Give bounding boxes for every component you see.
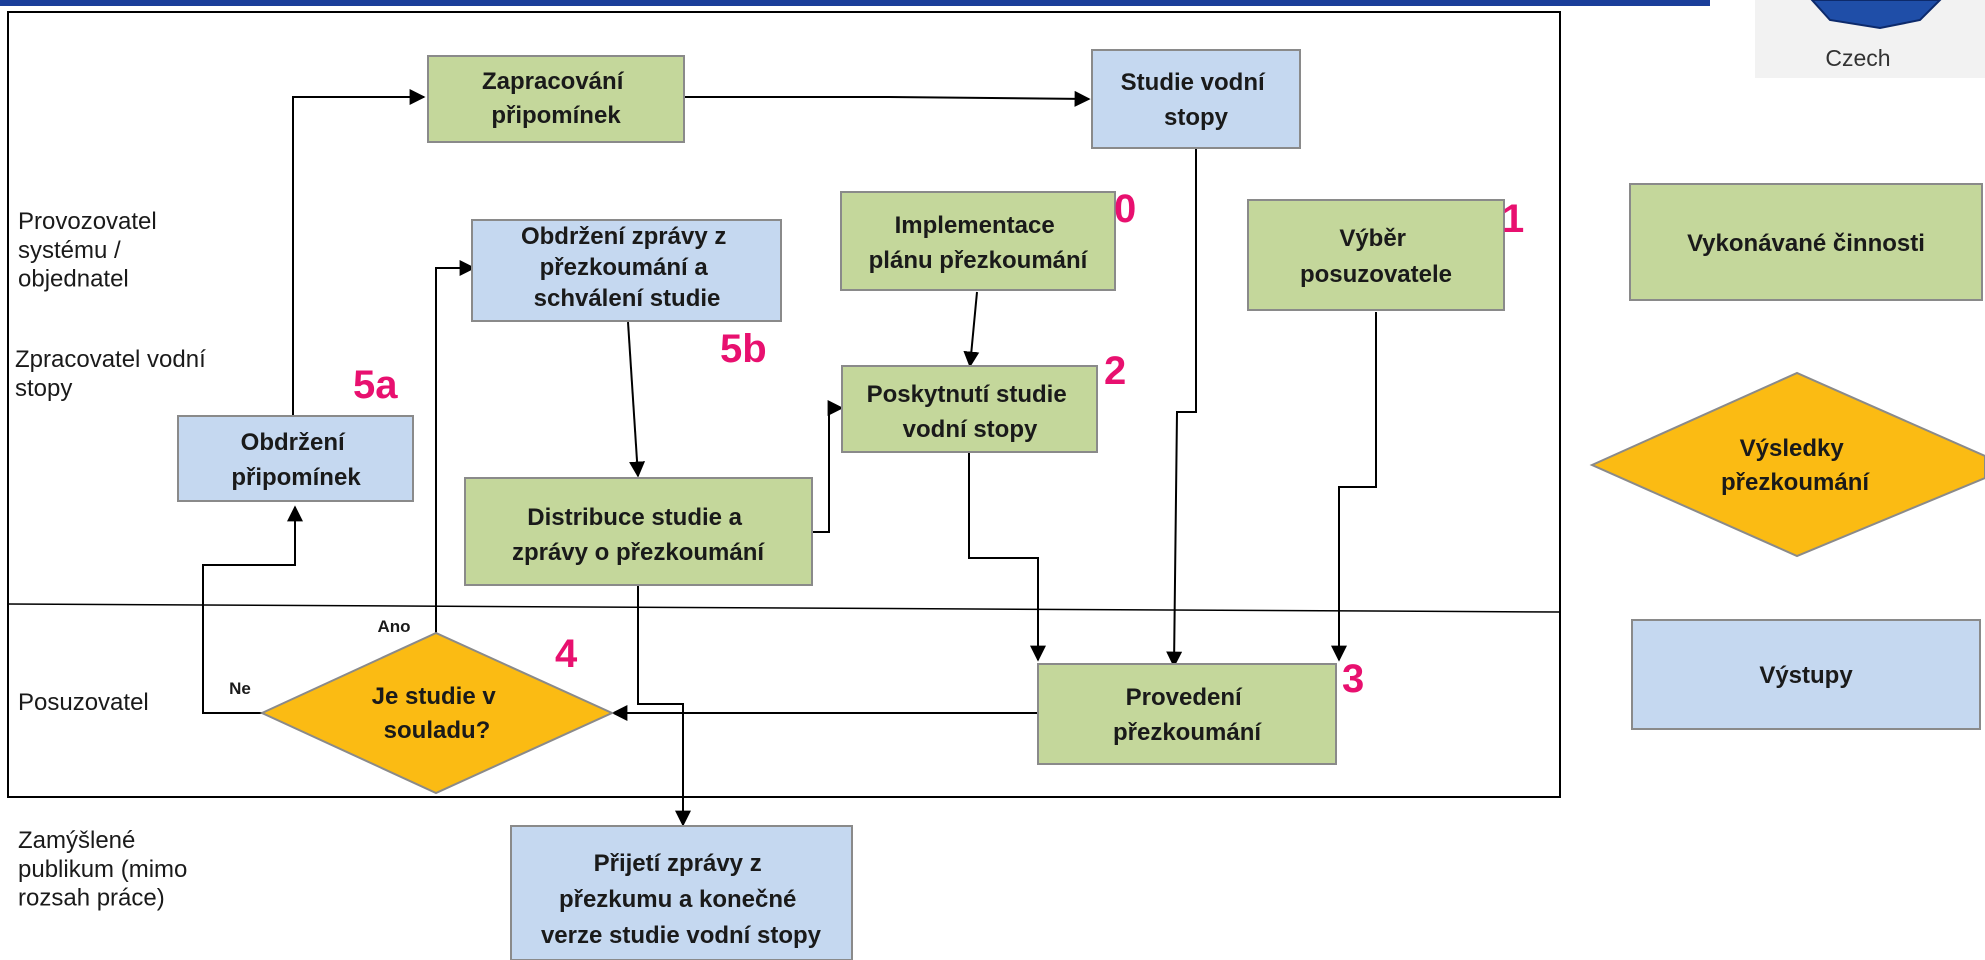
- arrow-obdrzeni-to-zapracovani: [292, 89, 426, 416]
- box-poskytnuti: Poskytnutí studie vodní stopy: [841, 365, 1098, 453]
- svg-text:Přijetí zprávy z přezkum: Přijetí zprávy z přezkumu a konečné verz…: [541, 850, 822, 949]
- box-studie: Studie vodní stopy: [1091, 49, 1301, 149]
- decision-diamond: Je studie v souladu?: [259, 631, 615, 795]
- svg-text:Je studie v souladu?: Je studie v souladu?: [372, 683, 503, 744]
- lane-separator: [7, 603, 1561, 613]
- decision-no-label: Ne: [229, 679, 251, 698]
- box-vyber: Výběr posuzovatele: [1247, 199, 1505, 311]
- step-number-5a: 5a: [353, 363, 398, 407]
- step-number-3: 3: [1342, 657, 1364, 701]
- svg-text:Vykonávané činnosti: Vykonávané činnosti: [1687, 230, 1925, 257]
- legend-outputs: Výstupy: [1631, 619, 1981, 730]
- svg-text:Zapracování připomínek: Zapracování připomínek: [482, 68, 630, 129]
- step-number-1: 1: [1502, 197, 1524, 241]
- arrow-distribuce-to-poskytnuti: [812, 400, 844, 533]
- svg-text:Distribuce studie a zprá: Distribuce studie a zprávy o přezkoumání: [512, 504, 765, 566]
- arrow-decision-yes-to-obdrzeni-zpravy: [435, 260, 476, 633]
- box-prijeti: Přijetí zprávy z přezkumu a konečné verz…: [510, 825, 853, 960]
- step-number-0: 0: [1114, 187, 1136, 231]
- step-number-5b: 5b: [720, 327, 767, 371]
- lane-label-assessor: Posuzovatel: [18, 689, 149, 716]
- arrow-poskytnuti-to-provedeni: [968, 453, 1046, 662]
- svg-text:Obdržení připomínek: Obdržení připomínek: [231, 429, 361, 491]
- svg-text:Obdržení zprávy z přezko: Obdržení zprávy z přezkoumání a schválen…: [521, 223, 733, 312]
- box-provedeni: Provedení přezkoumání: [1037, 663, 1337, 765]
- svg-text:Implementace plánu přezk: Implementace plánu přezkoumání: [869, 212, 1089, 274]
- lane-label-audience: Zamýšlené publikum (mimo rozsah práce): [18, 827, 194, 912]
- logo-label: Czech: [1825, 45, 1890, 71]
- arrow-distribuce-to-prijeti: [637, 585, 691, 827]
- legend-activities: Vykonávané činnosti: [1629, 183, 1983, 301]
- arrow-studie-to-provedeni: [1166, 149, 1197, 668]
- box-obdrzeni-pripominek: Obdržení připomínek: [177, 415, 414, 502]
- svg-text:Výsledky přezkoumání: Výsledky přezkoumání: [1721, 435, 1870, 496]
- diagram-frame: [7, 11, 1561, 798]
- arrow-vyber-to-provedeni: [1331, 312, 1377, 662]
- box-implementace: Implementace plánu přezkoumání: [840, 191, 1116, 291]
- svg-text:Provedení přezkoumání: Provedení přezkoumání: [1113, 684, 1262, 746]
- header-bar: [0, 0, 1710, 6]
- decision-yes-label: Ano: [377, 617, 410, 636]
- box-obdrzeni-zpravy: Obdržení zprávy z přezkoumání a schválen…: [471, 219, 782, 322]
- czech-logo: Czech: [1755, 0, 1985, 78]
- step-number-4: 4: [555, 632, 578, 676]
- arrow-decision-no-to-obdrzeni: [202, 505, 303, 714]
- arrow-obdrzeni-zpravy-to-distribuce: [627, 321, 646, 478]
- svg-text:Poskytnutí studie vodní: Poskytnutí studie vodní stopy: [867, 381, 1074, 443]
- svg-text:Výběr posuzovatele: Výběr posuzovatele: [1300, 225, 1452, 288]
- lane-label-processor: Zpracovatel vodní stopy: [15, 346, 212, 402]
- arrow-implementace-to-poskytnuti: [963, 291, 980, 368]
- box-zapracovani: Zapracování připomínek: [427, 55, 685, 143]
- step-number-2: 2: [1104, 349, 1126, 393]
- connectors: [202, 89, 1377, 827]
- box-distribuce: Distribuce studie a zprávy o přezkoumání: [464, 477, 813, 586]
- lane-label-operator: Provozovatel systému / objednatel: [18, 208, 163, 293]
- svg-text:Výstupy: Výstupy: [1759, 662, 1853, 689]
- arrow-zapracovani-to-studie: [682, 90, 1091, 107]
- svg-text:Studie vodní stopy: Studie vodní stopy: [1121, 69, 1272, 131]
- legend-results: Výsledky přezkoumání: [1589, 371, 1985, 558]
